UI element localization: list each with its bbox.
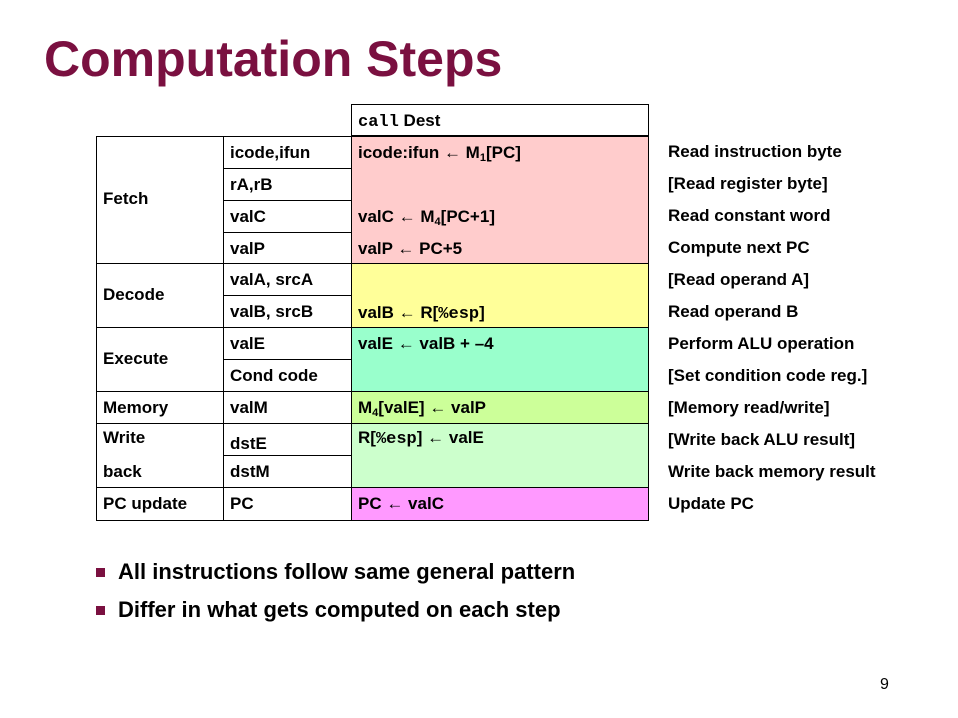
op-write-dste: R[%esp] ← valE	[358, 428, 484, 449]
field-label: dstM	[230, 462, 270, 481]
page-number: 9	[880, 676, 889, 693]
note-6: Perform ALU operation	[668, 334, 855, 353]
stage-back-label: back	[103, 462, 142, 481]
field-label: PC	[230, 494, 254, 513]
op-fetch-valp: valP ← PC+5	[358, 239, 463, 258]
instruction-header: call Dest	[351, 104, 649, 136]
note-2: Read constant word	[668, 206, 831, 225]
op-fetch: icode:ifun ← M1[PC] valC ← M4[PC+1] valP…	[351, 136, 649, 264]
stage-fetch: Fetch	[96, 136, 224, 264]
field-ra-rb: rA,rB	[223, 168, 352, 201]
field-valb: valB, srcB	[223, 295, 352, 328]
op-pc-update: PC ← valC	[351, 487, 649, 521]
stage-execute: Execute	[96, 327, 224, 392]
op-memory: M4[valE] ← valP	[351, 391, 649, 424]
field-dstm: dstM	[223, 455, 352, 488]
op-memory-write: M4[valE] ← valP	[358, 398, 487, 419]
field-icode-ifun: icode,ifun	[223, 136, 352, 169]
op-fetch-valc: valC ← M4[PC+1]	[358, 207, 495, 228]
note-7: [Set condition code reg.]	[668, 366, 868, 385]
stage-memory-label: Memory	[103, 398, 169, 417]
field-label: valE	[230, 334, 265, 353]
bullet-text: All instructions follow same general pat…	[118, 559, 576, 584]
stage-execute-label: Execute	[103, 349, 169, 368]
note-8: [Memory read/write]	[668, 398, 830, 417]
op-write-back: R[%esp] ← valE	[351, 423, 649, 488]
field-label: rA,rB	[230, 175, 273, 194]
stage-decode: Decode	[96, 263, 224, 328]
field-vala: valA, srcA	[223, 263, 352, 296]
note-10: Write back memory result	[668, 462, 876, 481]
op-pc-update-text: PC ← valC	[358, 494, 444, 513]
stage-pc-update: PC update	[96, 487, 224, 521]
op-execute-vale: valE ← valB + –4	[358, 334, 494, 353]
field-label: valP	[230, 239, 265, 258]
field-valm: valM	[223, 391, 352, 424]
field-label: dstE	[230, 434, 267, 453]
bullet-square-icon	[96, 606, 105, 615]
op-decode-valb: valB ← R[%esp]	[358, 303, 485, 324]
op-execute: valE ← valB + –4	[351, 327, 649, 392]
field-label: valB, srcB	[230, 302, 314, 321]
note-3: Compute next PC	[668, 238, 810, 257]
stage-memory: Memory	[96, 391, 224, 424]
note-1: [Read register byte]	[668, 174, 828, 193]
stage-pc-update-label: PC update	[103, 494, 188, 513]
field-label: valC	[230, 207, 266, 226]
bullet-text: Differ in what gets computed on each ste…	[118, 597, 561, 622]
bullet-square-icon	[96, 568, 105, 577]
note-5: Read operand B	[668, 302, 799, 321]
computation-table: call Dest Fetch icode,ifun rA,rB valC va…	[96, 104, 649, 521]
note-9: [Write back ALU result]	[668, 430, 856, 449]
field-valc: valC	[223, 200, 352, 233]
stage-decode-label: Decode	[103, 285, 165, 304]
op-decode: valB ← R[%esp]	[351, 263, 649, 328]
stage-fetch-label: Fetch	[103, 189, 149, 208]
op-fetch-icode: icode:ifun ← M1[PC]	[358, 143, 521, 164]
field-valp: valP	[223, 232, 352, 264]
stage-write-label: Write	[103, 428, 146, 447]
note-4: [Read operand A]	[668, 270, 810, 289]
instruction-mnemonic: call	[358, 113, 399, 132]
field-vale: valE	[223, 327, 352, 360]
field-label: icode,ifun	[230, 143, 311, 162]
field-label: valM	[230, 398, 268, 417]
field-pc: PC	[223, 487, 352, 521]
field-cond-code: Cond code	[223, 359, 352, 392]
note-0: Read instruction byte	[668, 142, 842, 161]
stage-write-back: Write back	[96, 423, 224, 488]
instruction-operand: Dest	[398, 111, 441, 130]
field-label: Cond code	[230, 366, 318, 385]
field-dste: dstE	[223, 423, 352, 456]
page-title: Computation Steps	[44, 31, 503, 87]
field-label: valA, srcA	[230, 270, 314, 289]
note-11: Update PC	[668, 494, 754, 513]
